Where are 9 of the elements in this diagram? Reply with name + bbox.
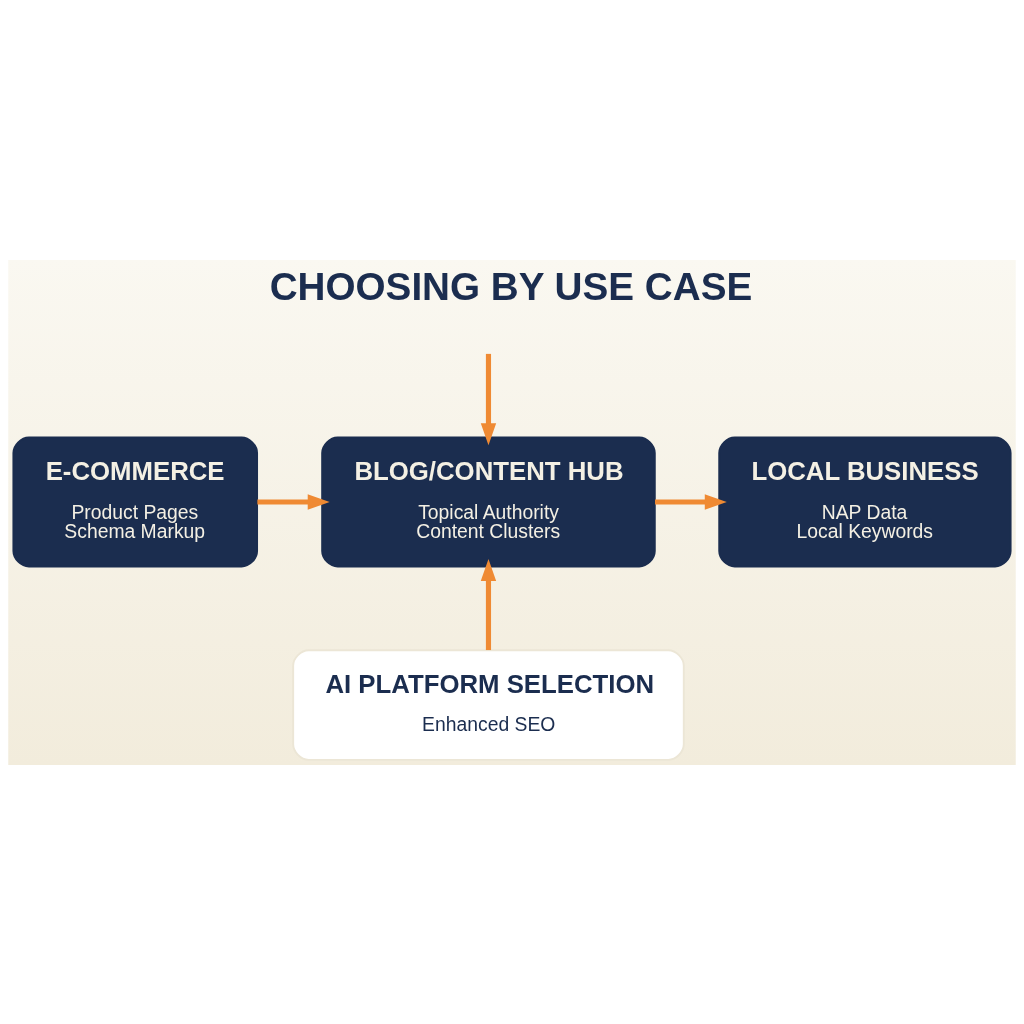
arrow xyxy=(480,353,497,445)
node-box: AI PLATFORM SELECTION Enhanced SEO xyxy=(292,648,685,761)
arrow xyxy=(480,558,497,650)
arrow xyxy=(257,493,330,510)
node-box: E-COMMERCE Product Pages Schema Markup xyxy=(12,436,259,567)
node-box: LOCAL BUSINESS NAP Data Local Keywords xyxy=(718,436,1012,567)
diagram-title: CHOOSING BY USE CASE xyxy=(269,264,753,308)
node-box: BLOG/CONTENT HUB Topical Authority Content Clusters xyxy=(321,436,656,567)
arrow xyxy=(655,493,727,510)
